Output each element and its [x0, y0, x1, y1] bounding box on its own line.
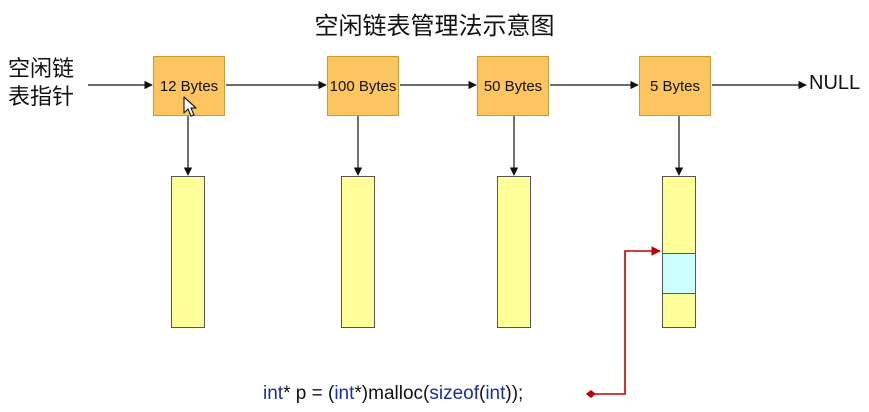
memory-block-3	[497, 176, 531, 328]
code-keyword-int: int	[485, 383, 506, 404]
malloc-pointer-arrow	[594, 246, 661, 395]
head-label-line-1: 空闲链	[8, 57, 75, 82]
memory-block-1	[171, 176, 205, 328]
head-label-line-2: 表指针	[8, 85, 75, 110]
code-keyword-sizeof: sizeof	[429, 383, 479, 404]
code-text: *)malloc(	[354, 383, 430, 404]
free-list-node-100-bytes: 100 Bytes	[327, 56, 399, 116]
free-list-node-12-bytes: 12 Bytes	[153, 56, 225, 116]
memory-block-4	[662, 176, 696, 328]
allocated-region	[663, 253, 695, 294]
free-list-node-5-bytes: 5 Bytes	[639, 56, 711, 116]
null-terminator: NULL	[809, 72, 861, 94]
code-text: ));	[505, 383, 524, 404]
malloc-pointer-origin	[586, 390, 596, 398]
code-keyword-int: int	[263, 383, 284, 404]
free-list-head-label: 空闲链 表指针	[8, 56, 88, 112]
code-text: (	[478, 383, 486, 404]
code-text: * p = (	[283, 383, 335, 404]
diagram-title: 空闲链表管理法示意图	[314, 12, 555, 40]
code-keyword-int: int	[334, 383, 355, 404]
memory-block-2	[341, 176, 375, 328]
malloc-code-line: int* p = (int*)malloc(sizeof(int));	[263, 383, 523, 405]
free-list-node-50-bytes: 50 Bytes	[477, 56, 549, 116]
mouse-cursor-icon	[183, 96, 197, 117]
